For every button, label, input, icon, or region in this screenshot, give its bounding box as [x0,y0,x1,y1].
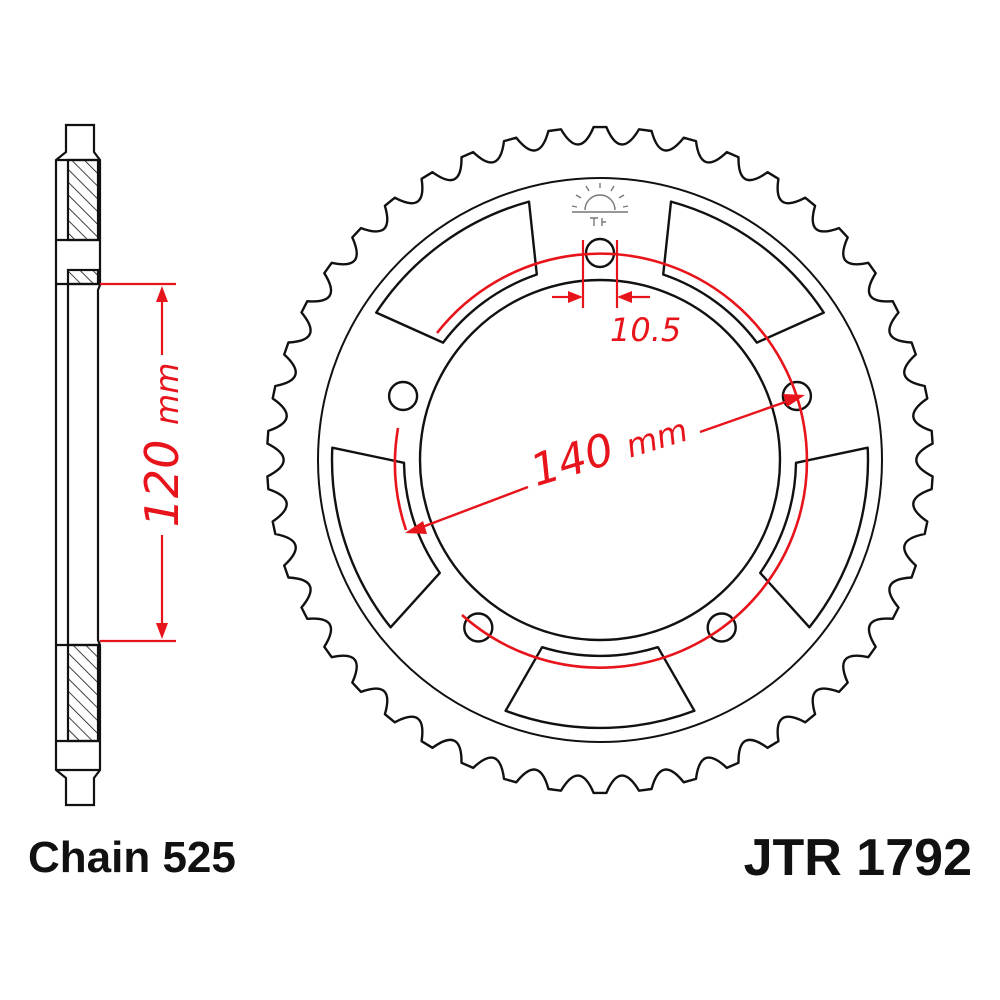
dimension-arrowhead [405,521,427,534]
logo-ray [622,205,629,208]
sprocket-side-profile [54,123,102,807]
logo-sun-arc [584,194,616,211]
lightening-window [375,200,538,344]
side-width-dimension [100,282,176,643]
center-bore [418,278,782,642]
dimension-arrowhead [156,623,168,639]
logo-ray [610,185,615,192]
logo-letters [590,217,606,226]
dimension-line [416,485,529,531]
dimension-arrowhead [783,394,805,407]
bolt-circle-dimension [405,394,805,534]
part-number-label: JTR 1792 [743,829,972,887]
bolt-circle-arc [435,252,809,669]
side-width-unit: mm [148,363,186,425]
dimension-line [699,398,792,434]
bolt-hole [387,380,419,412]
lightening-window [504,646,696,730]
bolt-hole-dimension [552,240,650,308]
side-profile-hatch-bottom [66,643,100,743]
side-profile-hatch-upper-band [66,268,100,286]
bolt-circle-arc [393,427,408,531]
chain-size-label: Chain 525 [28,833,236,882]
tooth-root-ring [317,177,883,743]
side-width-value: 120 [135,440,189,528]
lightening-windows [330,200,870,730]
bolt-hole-label: 10.5 [610,311,681,349]
lightening-window [759,446,870,629]
side-width-label: 120 mm [135,363,189,528]
dimension-arrowhead [156,286,168,302]
dimension-arrowhead [568,291,583,303]
logo-ray [575,194,582,199]
sprocket-front-view: 140 mm 10.5 [266,125,934,795]
sprocket-teeth-outline [266,125,934,795]
logo-ray [618,194,625,199]
jt-logo-mark [571,183,629,226]
logo-ray [571,205,578,208]
side-profile-hatch-top [66,158,100,242]
logo-ray [585,185,590,192]
lightening-window [662,200,825,344]
dimension-arrowhead [617,291,632,303]
